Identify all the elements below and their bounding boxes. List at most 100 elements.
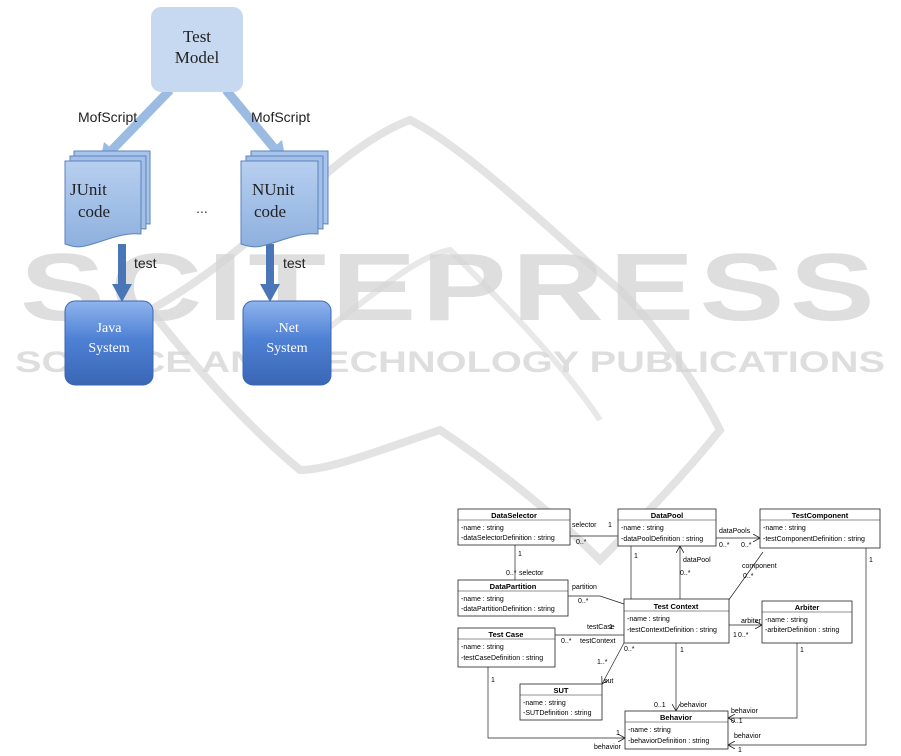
- java-label-line2: System: [88, 341, 129, 356]
- class-test-context-attr-0: -name : string: [627, 616, 670, 623]
- class-test-context: Test Context -name : string -testContext…: [623, 598, 730, 644]
- uml-diagram: DataSelector -name : string -dataSelecto…: [457, 508, 881, 754]
- nunit-code-document: [240, 150, 329, 248]
- lbl-testcase-role: testCase: [587, 624, 615, 631]
- class-data-partition-attr-1: -dataPartitionDefinition : string: [461, 606, 555, 613]
- class-test-case-attr-1: -testCaseDefinition : string: [461, 655, 543, 662]
- class-data-pool: DataPool -name : string -dataPoolDefinit…: [617, 508, 717, 547]
- lbl-testcontext-role: testContext: [580, 638, 615, 645]
- class-behavior-attr-0: -name : string: [628, 727, 671, 734]
- mofscript-right-label: MofScript: [251, 109, 310, 125]
- class-arbiter-attr-1: -arbiterDefinition : string: [765, 627, 839, 634]
- lbl-sut-mult-ctx: 0..*: [624, 646, 635, 653]
- lbl-selector-b-mult: 0..*: [506, 570, 517, 577]
- dotnet-system-node: [242, 300, 332, 386]
- lbl-datapool-role: dataPool: [683, 557, 711, 564]
- class-arbiter: Arbiter -name : string -arbiterDefinitio…: [761, 600, 853, 644]
- junit-label-line2: code: [78, 202, 110, 221]
- test-right-label: test: [283, 255, 306, 271]
- lbl-datapools-mult-left: 0..*: [719, 542, 730, 549]
- class-test-component-name: TestComponent: [792, 511, 849, 520]
- lbl-behavior-role-comp: behavior: [734, 733, 762, 740]
- java-label-line1: Java: [97, 321, 123, 336]
- class-arbiter-attr-0: -name : string: [765, 617, 808, 624]
- class-sut-name: SUT: [554, 686, 569, 695]
- lbl-selector-b: selector: [519, 570, 544, 577]
- lbl-component-mult: 0..*: [743, 573, 754, 580]
- test-model-label-line2: Model: [175, 48, 220, 67]
- java-system-node: [64, 300, 154, 386]
- lbl-arb-one: 1: [800, 647, 804, 654]
- class-data-partition-attr-0: -name : string: [461, 596, 504, 603]
- class-arbiter-name: Arbiter: [795, 603, 820, 612]
- class-data-selector-name: DataSelector: [491, 511, 537, 520]
- lbl-datapool-mult-bottom: 0..*: [680, 570, 691, 577]
- lbl-selector-b-mult-top: 1: [518, 551, 522, 558]
- class-behavior-attr-1: -behaviorDefinition : string: [628, 738, 709, 745]
- class-test-component-attr-0: -name : string: [763, 525, 806, 532]
- class-data-partition: DataPartition -name : string -dataPartit…: [457, 579, 569, 617]
- class-test-case-name: Test Case: [489, 630, 524, 639]
- junit-code-document: [64, 150, 151, 248]
- ellipsis-label: ...: [196, 200, 208, 216]
- lbl-behavior-role-ctx: behavior: [680, 702, 708, 709]
- class-test-context-name: Test Context: [654, 602, 699, 611]
- class-sut-attr-0: -name : string: [523, 700, 566, 707]
- arrow-junit-to-java: [112, 244, 132, 302]
- class-data-partition-name: DataPartition: [490, 582, 537, 591]
- lbl-partition: partition: [572, 584, 597, 591]
- class-test-component-attr-1: -testComponentDefinition : string: [763, 536, 865, 543]
- class-test-case: Test Case -name : string -testCaseDefini…: [457, 627, 556, 668]
- watermark: SCITEPRESS SCIENCE AND TECHNOLOGY PUBLIC…: [15, 115, 885, 566]
- class-sut: SUT -name : string -SUTDefinition : stri…: [519, 683, 603, 721]
- lbl-sut-mult: 1..*: [597, 659, 608, 666]
- lbl-sut-role: sut: [604, 678, 613, 685]
- lbl-behavior-mult-tc: 1: [616, 730, 620, 737]
- class-data-selector-attr-0: -name : string: [461, 525, 504, 532]
- class-sut-attr-1: -SUTDefinition : string: [523, 710, 592, 717]
- mofscript-left-label: MofScript: [78, 109, 137, 125]
- class-test-case-attr-0: -name : string: [461, 644, 504, 651]
- lbl-testcase-mult-right: 1: [609, 624, 613, 631]
- lbl-arbiter-mult-left: 1: [733, 632, 737, 639]
- lbl-arbiter-mult-right: 0..*: [738, 632, 749, 639]
- lbl-ctx-one: 1: [680, 647, 684, 654]
- flow-diagram: Test Model MofScript MofScript JUnit cod…: [64, 7, 332, 386]
- lbl-tc-one: 1: [491, 677, 495, 684]
- lbl-partition-mult: 0..*: [578, 598, 589, 605]
- class-behavior-name: Behavior: [660, 713, 692, 722]
- class-data-pool-attr-1: -dataPoolDefinition : string: [621, 536, 703, 543]
- lbl-behavior-mult-arb: 0..1: [731, 718, 743, 725]
- dotnet-label-line2: System: [266, 341, 307, 356]
- lbl-component: component: [742, 563, 777, 570]
- class-test-context-attr-1: -testContextDefinition : string: [627, 627, 717, 634]
- assoc-partition-context: [568, 595, 625, 605]
- dotnet-label-line1: .Net: [275, 321, 299, 336]
- assoc-arbiter-behavior: [728, 643, 797, 718]
- class-data-pool-name: DataPool: [651, 511, 684, 520]
- watermark-main-text: SCITEPRESS: [20, 234, 880, 341]
- lbl-behavior-role-arb: behavior: [731, 708, 759, 715]
- watermark-book-icon: [143, 115, 725, 566]
- class-test-component: TestComponent -name : string -testCompon…: [759, 508, 881, 549]
- lbl-datapools: dataPools: [719, 528, 751, 535]
- lbl-selector-a: selector: [572, 522, 597, 529]
- lbl-datapools-mult-right: 0..*: [741, 542, 752, 549]
- lbl-selector-a-mult-right: 0..*: [576, 539, 587, 546]
- lbl-comp-one: 1: [869, 557, 873, 564]
- assoc-component-behavior: [728, 548, 866, 745]
- uml-association-labels: selector 1 0..* 1 0..* selector dataPool…: [491, 522, 873, 754]
- lbl-arbiter-role: arbiter: [741, 618, 762, 625]
- class-behavior: Behavior -name : string -behaviorDefinit…: [624, 710, 729, 750]
- class-data-selector-attr-1: -dataSelectorDefinition : string: [461, 535, 555, 542]
- nunit-label-line2: code: [254, 202, 286, 221]
- class-data-selector: DataSelector -name : string -dataSelecto…: [457, 508, 571, 546]
- test-model-node: [151, 7, 243, 92]
- test-model-label-line1: Test: [183, 27, 211, 46]
- nunit-label-line1: NUnit: [252, 180, 295, 199]
- assoc-testcase-behavior: [488, 667, 625, 738]
- lbl-testcontext-mult: 0..*: [561, 638, 572, 645]
- lbl-selector-a-mult-left: 1: [608, 522, 612, 529]
- lbl-behavior-mult-comp: 1: [738, 747, 742, 754]
